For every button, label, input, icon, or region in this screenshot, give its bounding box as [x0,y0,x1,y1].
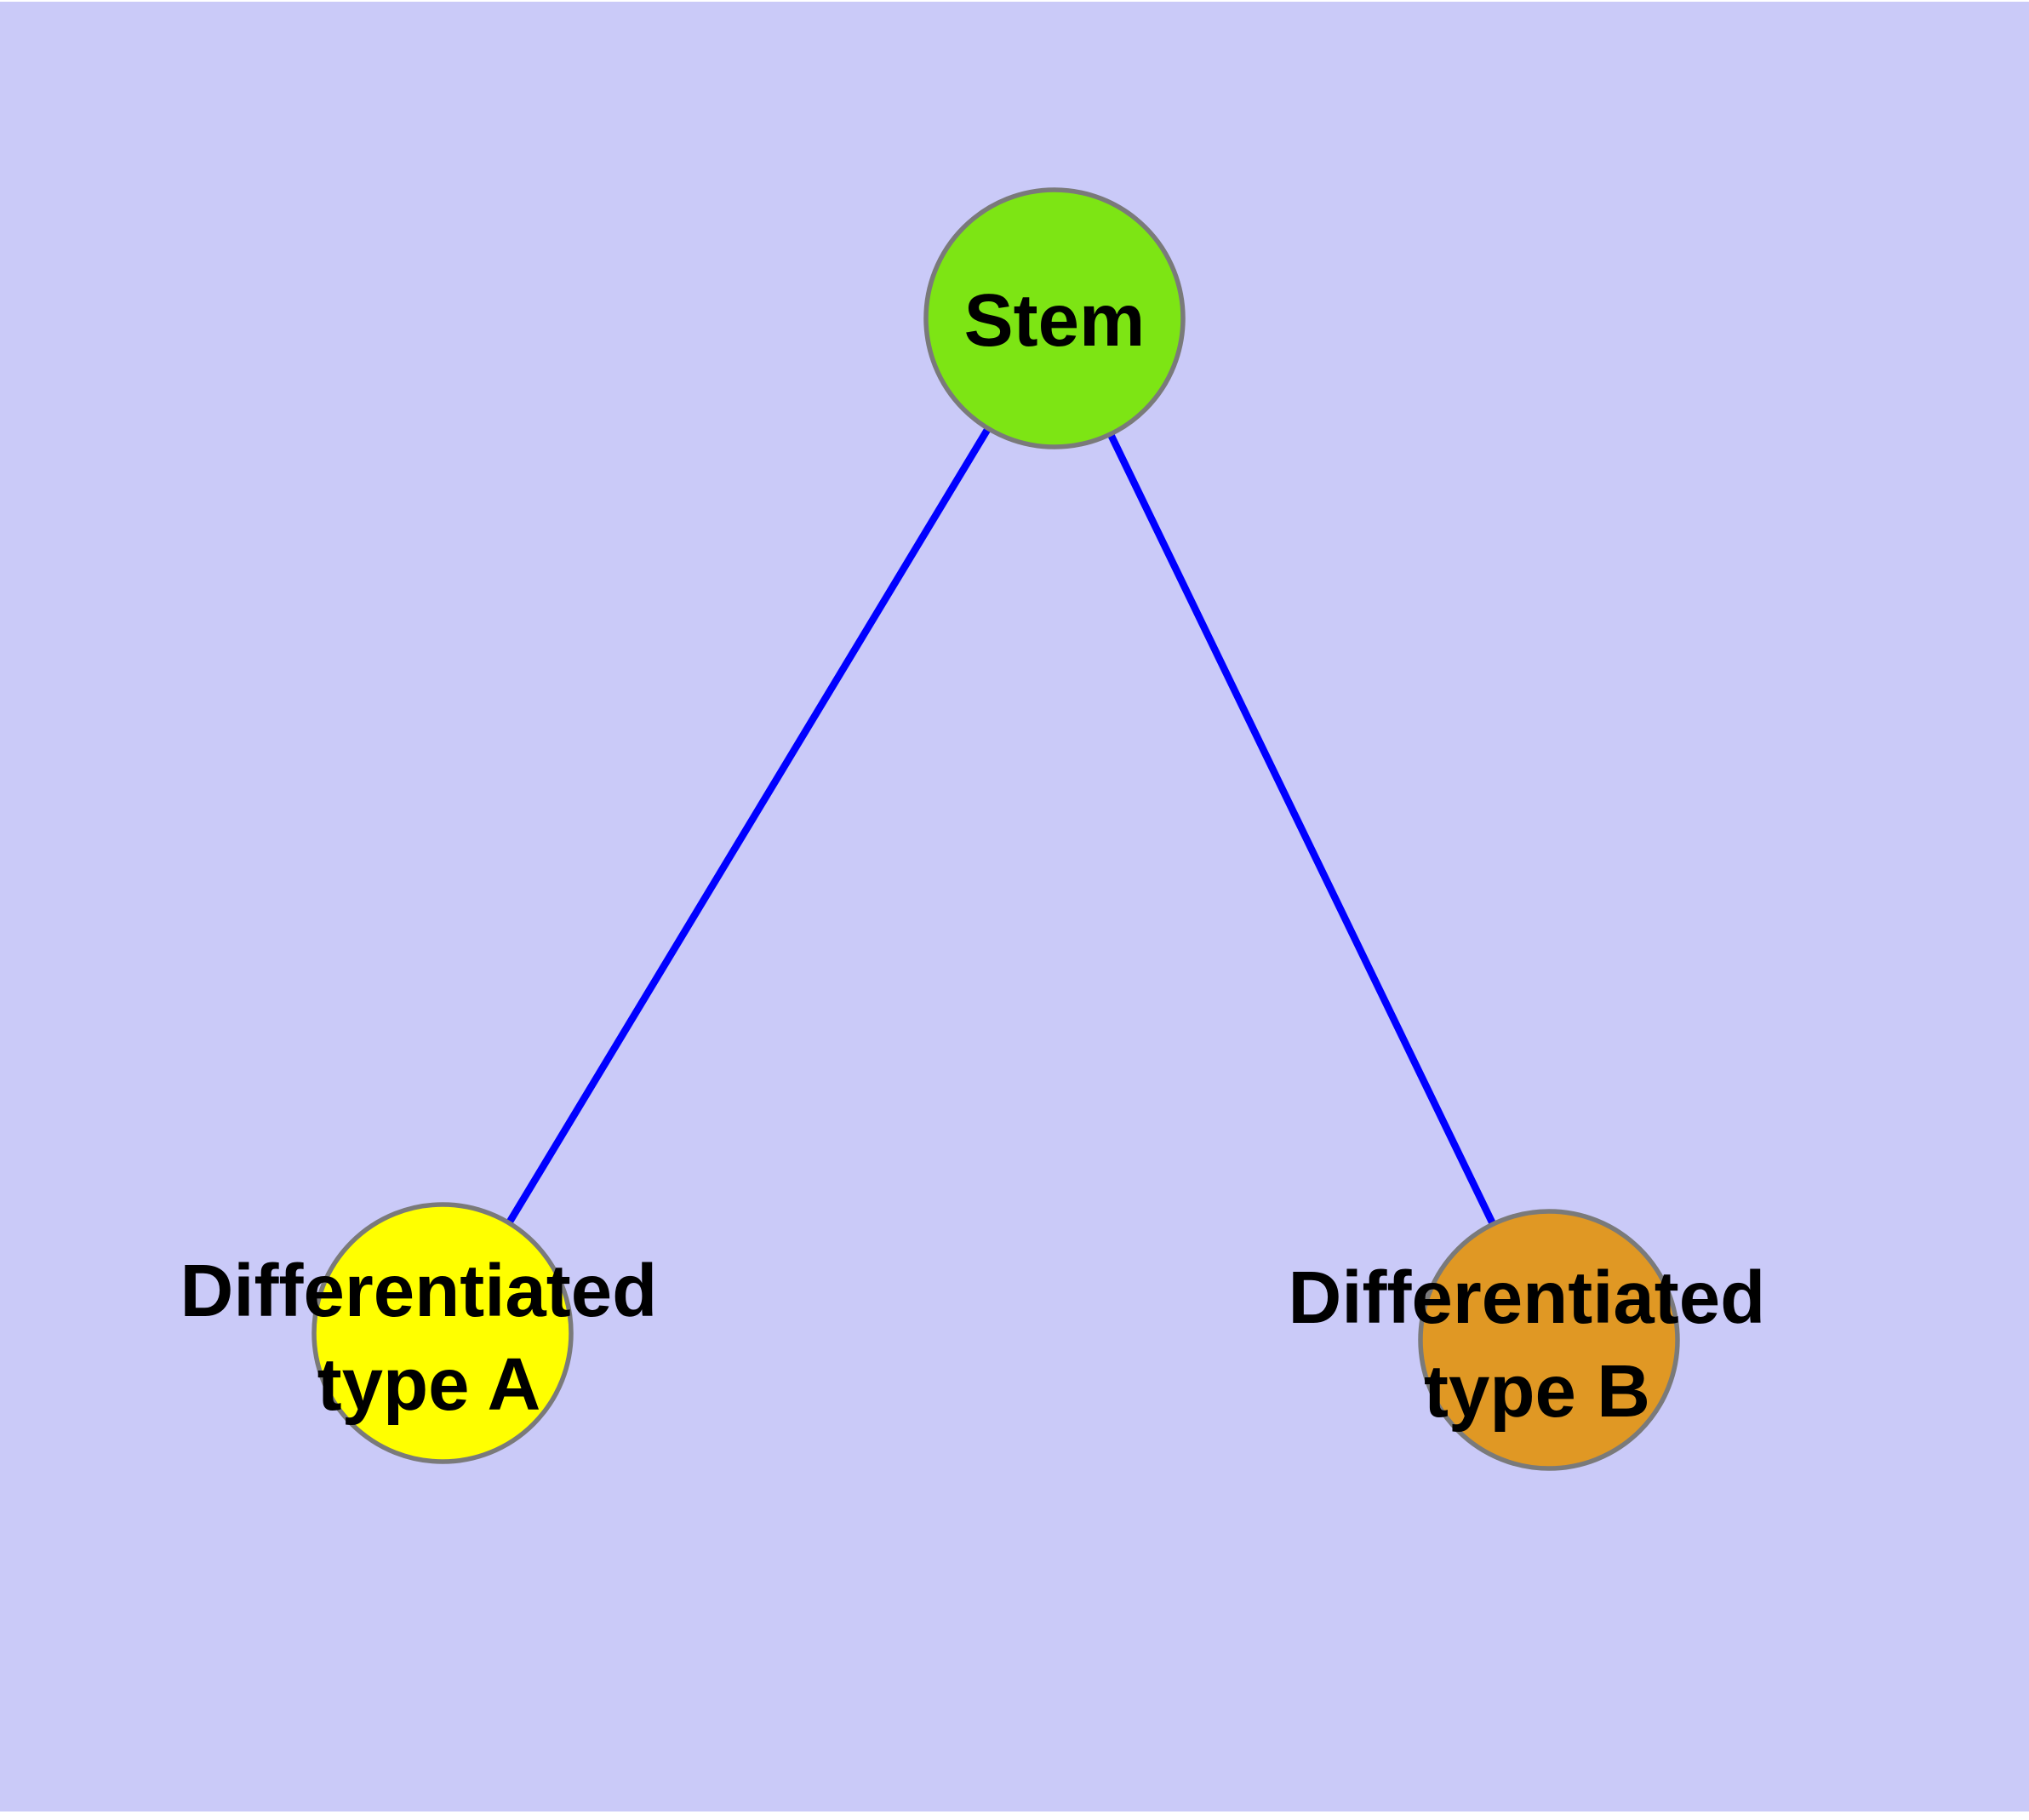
stem-node-label: Stem [964,279,1146,362]
type-b-label-line-1: Differentiated [1289,1256,1766,1339]
edge-stem-to-type-b [1055,318,1549,1340]
type-b-label-line-2: type B [1424,1350,1650,1433]
type-a-label-line-1: Differentiated [180,1250,658,1332]
edge-stem-to-type-a [443,318,1055,1333]
type-a-label-line-2: type A [317,1343,541,1426]
